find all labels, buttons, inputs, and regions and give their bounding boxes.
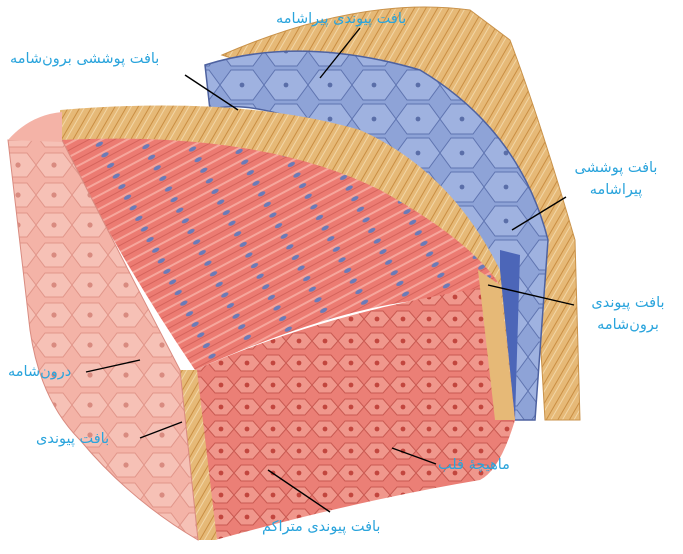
label-endocardium: درون‌شامه <box>8 361 71 383</box>
label-connective-tissue: بافت پیوندی <box>36 428 109 450</box>
label-pericardium-connective: بافت پیوندی پیراشامه <box>276 8 406 30</box>
label-cardiac-muscle: ماهیچهٔ قلب <box>438 454 510 476</box>
label-epicardium-connective: بافت پیوندی برون‌شامه <box>578 292 678 336</box>
label-epicardium-epithelial: بافت پوششی برون‌شامه <box>10 48 159 70</box>
label-pericardium-epithelial: بافت پوششی پیراشامه <box>566 157 666 201</box>
label-dense-connective: بافت پیوندی متراکم <box>262 516 380 538</box>
